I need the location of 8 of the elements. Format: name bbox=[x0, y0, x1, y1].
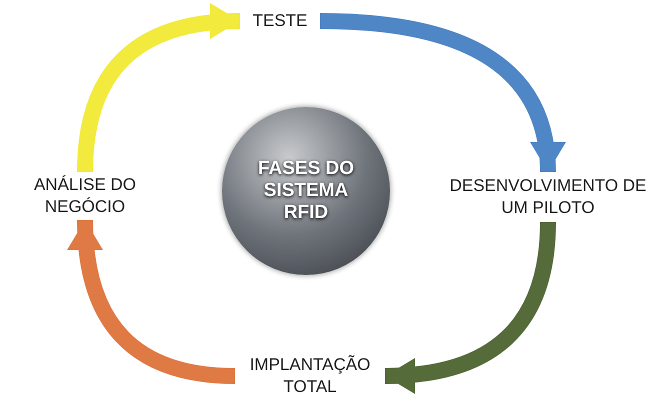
curved-arrow bbox=[384, 222, 556, 393]
phase-label: TESTE bbox=[240, 8, 320, 34]
phase-label: IMPLANTAÇÃO TOTAL bbox=[235, 352, 385, 400]
curved-arrow bbox=[68, 220, 236, 384]
phase-label: ANÁLISE DO NEGÓCIO bbox=[20, 172, 150, 220]
curved-arrow bbox=[320, 13, 564, 173]
curved-arrow bbox=[77, 4, 240, 172]
phase-label: DESENVOLVIMENTO DE UM PILOTO bbox=[448, 172, 648, 222]
